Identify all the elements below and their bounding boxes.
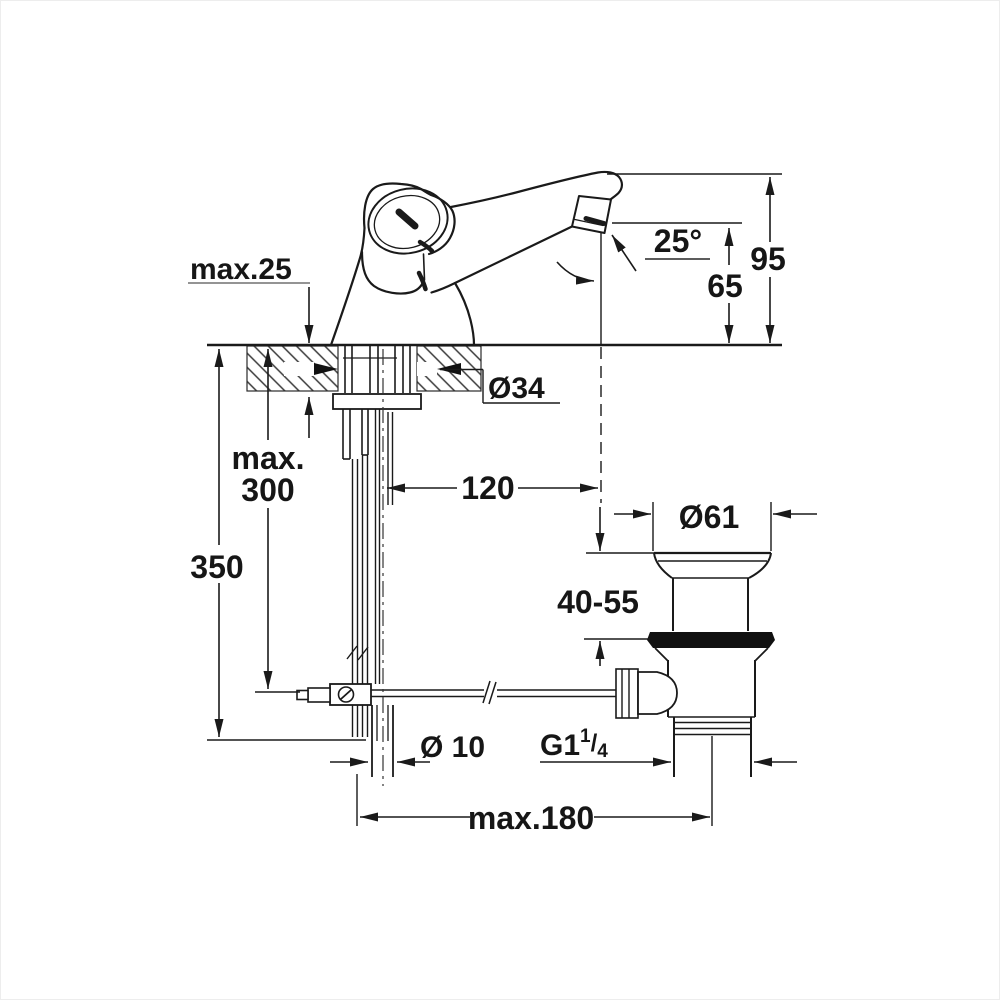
label-reach-120: 120 bbox=[461, 470, 514, 506]
label-deck-max: max.25 bbox=[190, 253, 292, 286]
label-thread-g114: G11/4 bbox=[540, 726, 608, 762]
label-drain-dia-61: Ø61 bbox=[679, 499, 739, 535]
label-spout-height-65: 65 bbox=[707, 268, 743, 304]
mounting-washer bbox=[332, 393, 422, 410]
aerator bbox=[571, 195, 612, 234]
countertop-section bbox=[207, 343, 782, 410]
popup-rod bbox=[371, 680, 617, 705]
rod-coupling bbox=[329, 683, 372, 706]
label-depth-350: 350 bbox=[190, 549, 243, 585]
hole-arrow-left bbox=[314, 363, 338, 375]
spout bbox=[449, 170, 624, 209]
rod-guide-tube bbox=[371, 705, 394, 777]
label-hose-max-300: 300 bbox=[241, 472, 294, 508]
faucet-outline bbox=[329, 170, 624, 347]
dimension-labels: max.25 350 max. 300 Ø34 120 95 65 25° Ø6… bbox=[190, 223, 786, 836]
gasket bbox=[647, 632, 775, 648]
supply-lines bbox=[296, 349, 617, 786]
dimension-annotations bbox=[188, 173, 817, 826]
label-angle-25deg: 25° bbox=[654, 223, 702, 259]
drain-assembly bbox=[615, 551, 775, 826]
ball-joint-nut bbox=[615, 668, 639, 719]
label-basin-range-40-55: 40-55 bbox=[557, 584, 639, 620]
label-height-95: 95 bbox=[750, 241, 786, 277]
label-hose-max-word: max. bbox=[232, 440, 305, 476]
label-span-max-180: max.180 bbox=[468, 800, 594, 836]
knob-slot bbox=[395, 208, 419, 230]
knob-handle bbox=[362, 182, 456, 256]
label-rod-dia-10: Ø 10 bbox=[420, 731, 485, 764]
label-hole-dia-34: Ø34 bbox=[488, 372, 545, 405]
